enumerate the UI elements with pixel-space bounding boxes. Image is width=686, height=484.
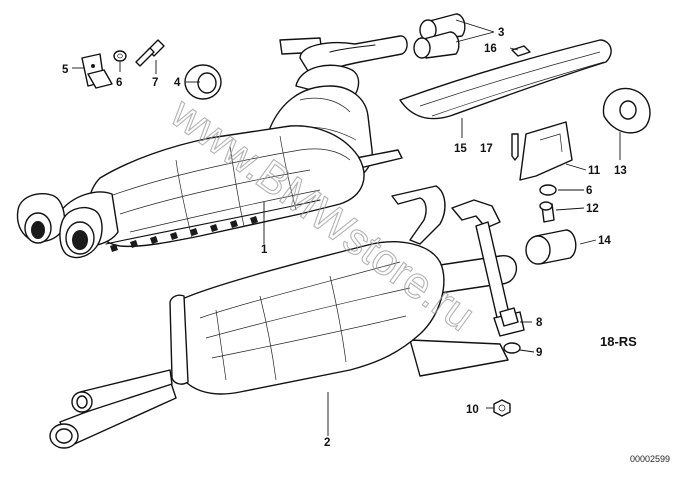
callout-12: 12 bbox=[586, 203, 599, 215]
callout-10: 10 bbox=[466, 404, 479, 416]
washer-3 bbox=[503, 342, 521, 354]
drawing-number: 00002599 bbox=[630, 454, 670, 464]
bracket-clip bbox=[81, 53, 113, 89]
washer-2 bbox=[539, 184, 557, 196]
clamp-bolt bbox=[499, 307, 519, 327]
clamp-sleeve bbox=[525, 229, 577, 265]
front-exhaust-pipe-with-catalyst bbox=[16, 35, 408, 259]
heat-shield bbox=[399, 39, 612, 120]
callout-16: 16 bbox=[484, 43, 497, 55]
callout-9: 9 bbox=[536, 347, 542, 359]
washer bbox=[113, 50, 127, 62]
callout-3: 3 bbox=[498, 27, 504, 39]
callout-8: 8 bbox=[536, 317, 543, 329]
callout-2: 2 bbox=[324, 437, 330, 449]
callout-5: 5 bbox=[62, 64, 69, 76]
rubber-mount bbox=[602, 87, 651, 134]
callout-15: 15 bbox=[454, 143, 467, 155]
callout-14: 14 bbox=[598, 235, 611, 247]
callout-4: 4 bbox=[174, 77, 181, 89]
mounting-bracket bbox=[519, 121, 573, 181]
callout-11: 11 bbox=[588, 165, 601, 177]
bolt bbox=[539, 201, 555, 223]
pipe-sleeves bbox=[413, 13, 466, 59]
callout-6-washer: 6 bbox=[116, 77, 122, 89]
rear-silencer bbox=[49, 185, 518, 449]
callout-7: 7 bbox=[152, 77, 158, 89]
callout-13: 13 bbox=[614, 165, 627, 177]
leader-lines bbox=[72, 19, 621, 436]
callout-1: 1 bbox=[261, 244, 268, 256]
callout-6-bracket-washer: 6 bbox=[586, 185, 592, 197]
hex-nut bbox=[493, 399, 511, 417]
clip-nut bbox=[511, 45, 531, 57]
model-tag-label: 18-RS bbox=[600, 334, 637, 349]
self-tapping-screw bbox=[511, 133, 519, 161]
hex-bolt bbox=[135, 39, 165, 67]
callout-17: 17 bbox=[480, 143, 493, 155]
rubber-mounting-ring bbox=[184, 64, 222, 100]
